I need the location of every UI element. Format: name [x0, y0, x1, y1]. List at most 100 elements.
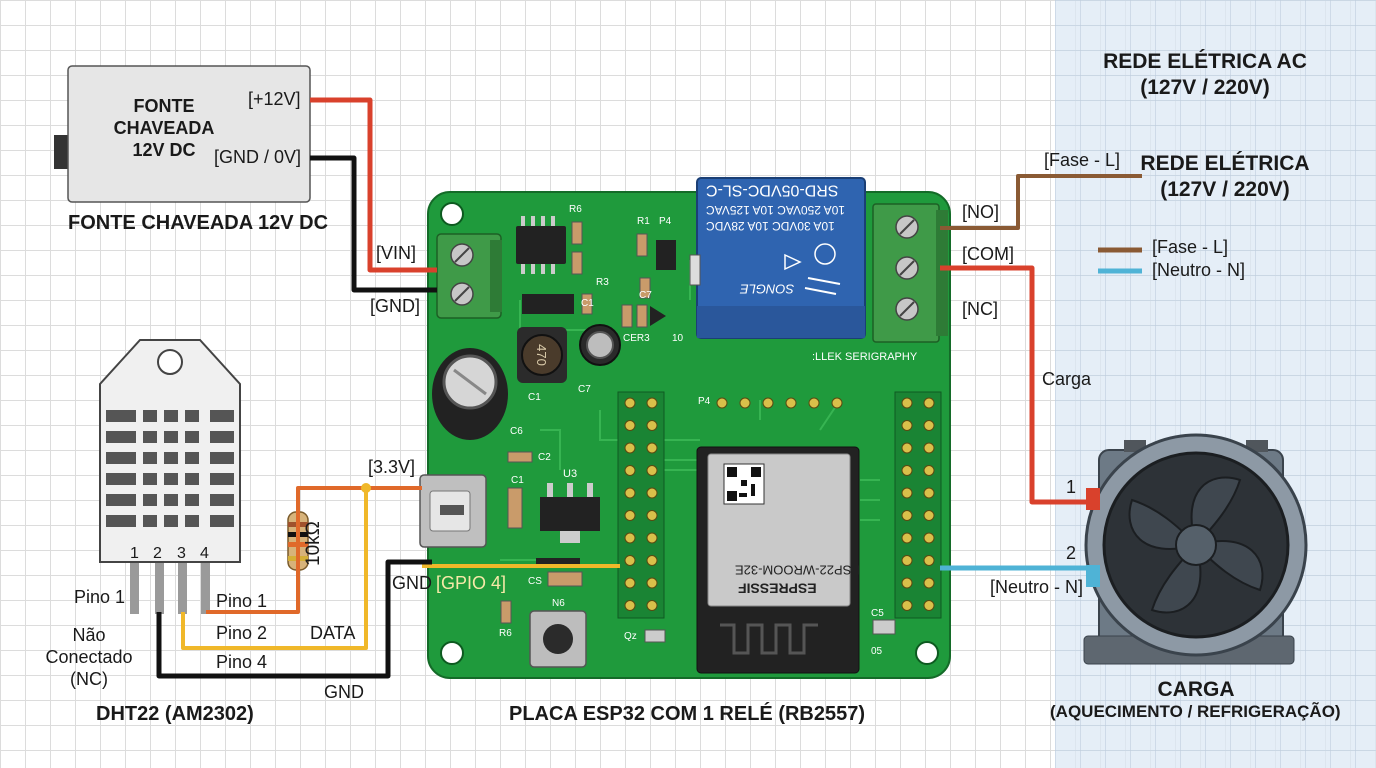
header-pin [624, 397, 636, 409]
sensor-grille-slot [185, 431, 199, 443]
sensor-grille-slot [185, 494, 199, 506]
silk-r6: R6 [569, 204, 582, 215]
header-pin [646, 442, 658, 454]
header-pin [624, 442, 636, 454]
sensor-grille-slot [164, 452, 178, 464]
header-pin [624, 577, 636, 589]
resistor-label: 10kΩ [303, 521, 324, 566]
header-pin [901, 465, 913, 476]
header-pin [646, 487, 658, 499]
silk-c2: C2 [538, 452, 551, 463]
psu-body-line2: CHAVEADA [113, 118, 215, 138]
sensor-grille-slot [122, 473, 136, 485]
header-pin [901, 600, 913, 611]
header-pin [901, 577, 913, 589]
relay-text2: 10A 250VAC 10A 125VAC [706, 203, 845, 218]
header-pin [923, 555, 935, 566]
header-pin [624, 510, 636, 521]
silk-10: 10 [672, 333, 684, 344]
header-pin [624, 600, 636, 611]
pino1-left: Pino 1 [74, 587, 126, 607]
header-pin [624, 532, 636, 544]
header-pin [923, 465, 935, 476]
ac-mains-title: REDE ELÉTRICA AC [1103, 50, 1307, 73]
sensor-grille-slot [143, 473, 157, 485]
silk-c7b: C7 [578, 384, 591, 395]
silk-05: 05 [871, 646, 883, 657]
module-line1: ESP22-WROOM-32E [735, 562, 860, 578]
pino2-label: Pino 2 [216, 623, 268, 643]
sensor-grille-slot [210, 431, 234, 443]
header-pin [624, 487, 636, 499]
silk-c5: C5 [871, 608, 884, 619]
sensor-grille-slot [143, 431, 157, 443]
sensor-grille-slot [143, 410, 157, 422]
power-supply [54, 65, 311, 203]
pino4-label: Pino 4 [216, 652, 268, 672]
header-pin [901, 555, 913, 566]
header-pin [923, 510, 935, 521]
sensor-grille-slot [122, 431, 136, 443]
psu-body-line1: FONTE [133, 96, 195, 116]
sensor-grille-slot [185, 515, 199, 527]
psu-pin-pos: [+12V] [248, 89, 301, 109]
dht-caption: DHT22 (AM2302) [96, 703, 254, 725]
svg-text:470: 470 [534, 344, 549, 366]
silk-cer3: CER3 [623, 333, 650, 344]
relay-brand: SONGLE [740, 281, 795, 297]
silk-r1: R1 [637, 216, 650, 227]
header-pin [901, 397, 913, 409]
header-pin [646, 577, 658, 589]
header-pin [923, 420, 935, 431]
carga-wire-label: Carga [1042, 369, 1092, 389]
sensor-grille-slot [143, 494, 157, 506]
data-label: DATA [310, 623, 356, 643]
sensor-grille-slot [164, 431, 178, 443]
gnd-side-label: GND [392, 573, 432, 593]
load-subtitle: (AQUECIMENTO / REFRIGERAÇÃO) [1050, 702, 1341, 721]
header-pin [923, 600, 935, 611]
dht-pin-num-1: 1 [130, 545, 139, 562]
label-com: [COM] [962, 244, 1014, 264]
gnd-bottom-label: GND [324, 682, 364, 702]
sensor-grille-slot [164, 410, 178, 422]
sensor-grille-slot [122, 515, 136, 527]
pino1-label: Pino 1 [216, 591, 268, 611]
silk-c1: C1 [581, 298, 594, 309]
legend-fase: [Fase - L] [1152, 237, 1229, 257]
header-pin [901, 420, 913, 431]
board-caption: PLACA ESP32 COM 1 RELÉ (RB2557) [509, 703, 866, 725]
sensor-grille-slot [164, 473, 178, 485]
header-pin [624, 420, 636, 431]
nc-line3: (NC) [70, 669, 108, 689]
header-pin [624, 465, 636, 476]
silk-c1b: C1 [528, 392, 541, 403]
fase-top-label: [Fase - L] [1044, 150, 1121, 170]
header-pin [901, 442, 913, 454]
silk-r3: R3 [596, 277, 609, 288]
header-pin [646, 600, 658, 611]
sensor-grille-slot [210, 473, 234, 485]
relay-text3: 10A 30VDC 10A 28VDC [706, 219, 835, 234]
header-pin [646, 465, 658, 476]
label-no: [NO] [962, 202, 1000, 222]
header-pin [923, 577, 935, 589]
sensor-grille-slot [185, 452, 199, 464]
neutro-fan-label: [Neutro - N] [990, 577, 1084, 597]
load-pin2: 2 [1066, 543, 1077, 563]
sensor-grille-slot [164, 515, 178, 527]
serigraphy: :LLEK SERIGRAPHY [812, 351, 918, 363]
dht22-sensor [99, 339, 241, 614]
silk-p4: P4 [659, 216, 672, 227]
rede-line2: (127V / 220V) [1160, 178, 1290, 201]
sensor-grille-slot [210, 452, 234, 464]
sensor-grille-slot [122, 410, 136, 422]
label-nc: [NC] [962, 299, 998, 319]
sensor-grille-slot [185, 410, 199, 422]
silk-p4b: P4 [698, 396, 711, 407]
sensor-grille-slot [122, 452, 136, 464]
header-pin [646, 555, 658, 566]
psu-body-line3: 12V DC [132, 140, 196, 160]
psu-caption: FONTE CHAVEADA 12V DC [68, 212, 329, 234]
